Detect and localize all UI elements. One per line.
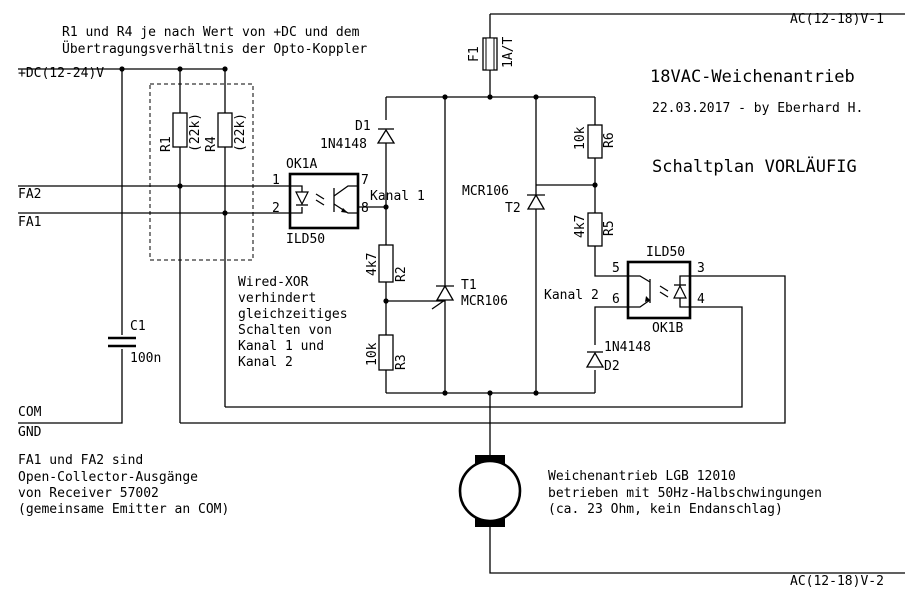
kanal-2-label: Kanal 2 xyxy=(544,288,599,303)
ok1a-pin-1: 1 xyxy=(272,173,280,188)
title-date-author: 22.03.2017 - by Eberhard H. xyxy=(652,101,863,116)
diode-d2 xyxy=(585,351,605,368)
diode-d1 xyxy=(376,128,396,144)
ok1b-name: OK1B xyxy=(652,321,683,336)
xor-note-line: gleichzeitiges xyxy=(238,307,348,322)
fa2-label: FA2 xyxy=(18,187,41,202)
ok1a-pin-7: 7 xyxy=(361,173,369,188)
t2-name: T2 xyxy=(505,201,521,216)
fa1-label: FA1 xyxy=(18,215,41,230)
t2-value: MCR106 xyxy=(462,184,509,199)
ok1a-pin-8: 8 xyxy=(361,201,369,216)
ac1-label: AC(12-18)V-1 xyxy=(790,12,884,27)
ok1b-type: ILD50 xyxy=(646,245,685,260)
d2-name: D2 xyxy=(604,359,620,374)
t1-name: T1 xyxy=(461,278,477,293)
r3-value: 10k xyxy=(365,342,380,366)
resistor-note-line-2: Übertragungsverhältnis der Opto-Koppler xyxy=(62,40,367,57)
r4-value: (22k) xyxy=(233,113,248,152)
ac2-label: AC(12-18)V-2 xyxy=(790,574,884,589)
kanal-1-label: Kanal 1 xyxy=(370,189,425,204)
ok1b-pin-4: 4 xyxy=(697,292,705,307)
motor-note-line: Weichenantrieb LGB 12010 xyxy=(548,469,736,484)
ok1a-type: ILD50 xyxy=(286,232,325,247)
thyristor-t2 xyxy=(526,193,546,210)
com-label: COM xyxy=(18,405,42,420)
r2-name: R2 xyxy=(394,266,409,282)
d2-value: 1N4148 xyxy=(604,340,651,355)
motor-m1 xyxy=(458,455,522,527)
fuse-f1 xyxy=(482,37,498,71)
r3-name: R3 xyxy=(394,354,409,370)
optocoupler-ok1a xyxy=(288,172,360,230)
ok1a-name: OK1A xyxy=(286,157,317,172)
xor-note-line: Kanal 1 und xyxy=(238,339,324,354)
ok1a-pin-2: 2 xyxy=(272,201,280,216)
c1-name: C1 xyxy=(130,319,146,334)
title-status: Schaltplan VORLÄUFIG xyxy=(652,156,857,177)
resistor-r4 xyxy=(217,112,233,148)
r5-value: 4k7 xyxy=(573,215,588,238)
c1-value: 100n xyxy=(130,351,161,366)
resistor-r2 xyxy=(378,244,394,283)
inputs-note-line: von Receiver 57002 xyxy=(18,486,159,501)
resistor-note-line-1: R1 und R4 je nach Wert von +DC und dem xyxy=(62,25,360,40)
t1-value: MCR106 xyxy=(461,294,508,309)
xor-note-line: verhindert xyxy=(238,291,316,306)
d1-name: D1 xyxy=(355,119,371,134)
ok1b-pin-3: 3 xyxy=(697,261,705,276)
xor-note-line: Kanal 2 xyxy=(238,355,293,370)
r2-value: 4k7 xyxy=(365,253,380,276)
r1-value: (22k) xyxy=(188,113,203,152)
ok1b-pin-6: 6 xyxy=(612,292,620,307)
gnd-label: GND xyxy=(18,425,42,440)
resistor-r1 xyxy=(172,112,188,148)
junctions xyxy=(119,66,598,396)
motor-note-line: betrieben mit 50Hz-Halbschwingungen xyxy=(548,486,822,501)
resistor-r6 xyxy=(587,124,603,159)
motor-note: Weichenantrieb LGB 12010 betrieben mit 5… xyxy=(548,469,822,517)
xor-note: Wired-XOR verhindert gleichzeitiges Scha… xyxy=(238,275,348,370)
f1-value: 1A/T xyxy=(501,37,516,68)
inputs-note-line: Open-Collector-Ausgänge xyxy=(18,470,198,485)
thyristor-t1 xyxy=(431,284,455,310)
r1-name: R1 xyxy=(159,136,174,152)
r6-name: R6 xyxy=(602,132,617,148)
wires xyxy=(18,13,905,574)
motor-note-line: (ca. 23 Ohm, kein Endanschlag) xyxy=(548,502,783,517)
title-main: 18VAC-Weichenantrieb xyxy=(650,67,855,87)
ok1b-pin-5: 5 xyxy=(612,261,620,276)
r6-value: 10k xyxy=(573,126,588,150)
inputs-note: FA1 und FA2 sind Open-Collector-Ausgänge… xyxy=(18,453,229,517)
dc-label: +DC(12-24)V xyxy=(18,66,104,81)
r5-name: R5 xyxy=(602,220,617,236)
resistor-r3 xyxy=(378,334,394,371)
optocoupler-ok1b xyxy=(626,260,692,320)
resistor-r5 xyxy=(587,212,603,247)
inputs-note-line: FA1 und FA2 sind xyxy=(18,453,143,468)
xor-note-line: Schalten von xyxy=(238,323,332,338)
f1-name: F1 xyxy=(467,46,482,62)
inputs-note-line: (gemeinsame Emitter an COM) xyxy=(18,502,229,517)
optional-resistor-box xyxy=(149,83,254,261)
xor-note-line: Wired-XOR xyxy=(238,275,309,290)
d1-value: 1N4148 xyxy=(320,137,367,152)
capacitor-c1 xyxy=(108,335,136,349)
r4-name: R4 xyxy=(204,136,219,152)
